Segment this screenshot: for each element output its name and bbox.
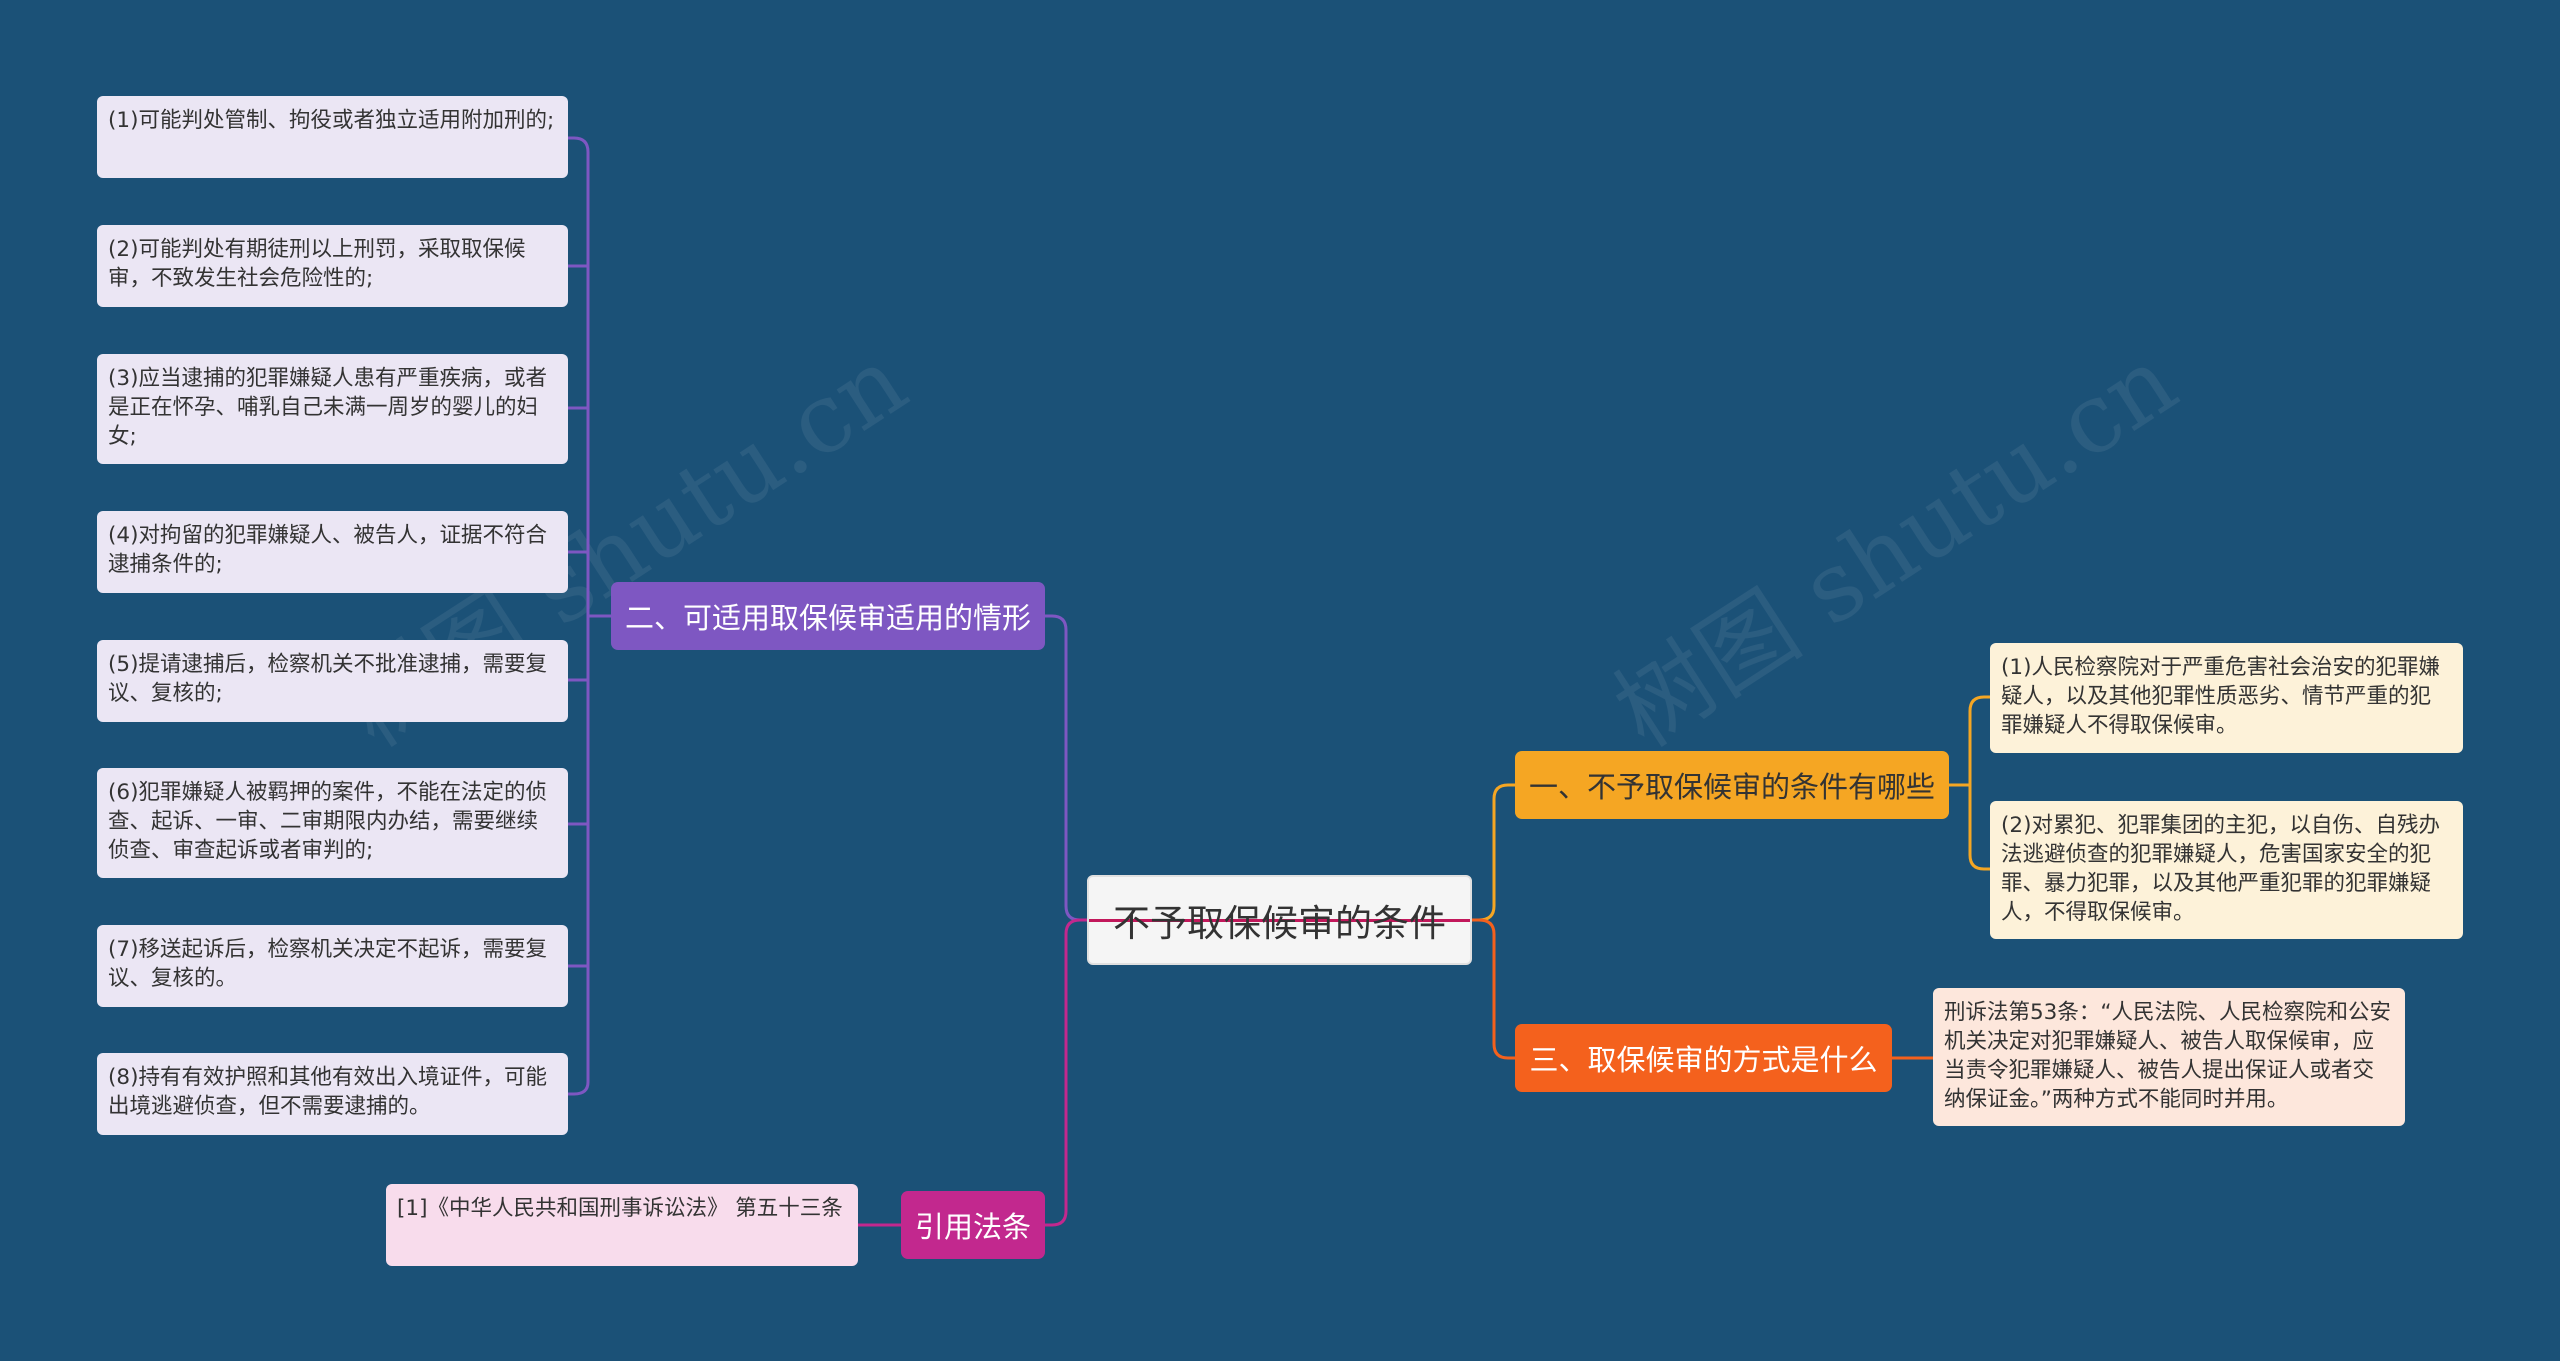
leaf-situation-8[interactable]: (8)持有有效护照和其他有效出入境证件，可能出境逃避侦查，但不需要逮捕的。: [97, 1053, 568, 1135]
leaf-situation-1[interactable]: (1)可能判处管制、拘役或者独立适用附加刑的;: [97, 96, 568, 178]
leaf-text: (7)移送起诉后，检察机关决定不起诉，需要复议、复核的。: [108, 937, 547, 991]
central-topic[interactable]: 不予取保候审的条件: [1087, 875, 1472, 965]
leaf-text: 刑诉法第53条：“人民法院、人民检察院和公安机关决定对犯罪嫌疑人、被告人取保候审…: [1944, 1000, 2391, 1112]
leaf-situation-6[interactable]: (6)犯罪嫌疑人被羁押的案件，不能在法定的侦查、起诉、一审、二审期限内办结，需要…: [97, 768, 568, 878]
leaf-text: (8)持有有效护照和其他有效出入境证件，可能出境逃避侦查，但不需要逮捕的。: [108, 1065, 547, 1119]
leaf-text: (3)应当逮捕的犯罪嫌疑人患有严重疾病，或者是正在怀孕、哺乳自己未满一周岁的婴儿…: [108, 366, 547, 449]
leaf-text: (2)可能判处有期徒刑以上刑罚，采取取保候审，不致发生社会危险性的;: [108, 237, 526, 291]
branch-situations[interactable]: 二、可适用取保候审适用的情形: [611, 582, 1045, 650]
branch-methods-label: 三、取保候审的方式是什么: [1529, 1043, 1878, 1077]
leaf-text: (6)犯罪嫌疑人被羁押的案件，不能在法定的侦查、起诉、一审、二审期限内办结，需要…: [108, 780, 547, 863]
branch-law-label: 引用法条: [914, 1210, 1031, 1244]
leaf-text: (2)对累犯、犯罪集团的主犯，以自伤、自残办法逃避侦查的犯罪嫌疑人，危害国家安全…: [2001, 813, 2440, 925]
branch-situations-label: 二、可适用取保候审适用的情形: [624, 601, 1031, 635]
leaf-method-1[interactable]: 刑诉法第53条：“人民法院、人民检察院和公安机关决定对犯罪嫌疑人、被告人取保候审…: [1933, 988, 2405, 1126]
leaf-situation-3[interactable]: (3)应当逮捕的犯罪嫌疑人患有严重疾病，或者是正在怀孕、哺乳自己未满一周岁的婴儿…: [97, 354, 568, 464]
leaf-text: [1]《中华人民共和国刑事诉讼法》 第五十三条: [397, 1196, 843, 1221]
central-topic-label: 不予取保候审的条件: [1113, 902, 1446, 945]
leaf-situation-7[interactable]: (7)移送起诉后，检察机关决定不起诉，需要复议、复核的。: [97, 925, 568, 1007]
leaf-text: (1)人民检察院对于严重危害社会治安的犯罪嫌疑人，以及其他犯罪性质恶劣、情节严重…: [2001, 655, 2440, 738]
leaf-law-1[interactable]: [1]《中华人民共和国刑事诉讼法》 第五十三条: [386, 1184, 858, 1266]
leaf-text: (5)提请逮捕后，检察机关不批准逮捕，需要复议、复核的;: [108, 652, 547, 706]
leaf-situation-4[interactable]: (4)对拘留的犯罪嫌疑人、被告人，证据不符合逮捕条件的;: [97, 511, 568, 593]
leaf-condition-1[interactable]: (1)人民检察院对于严重危害社会治安的犯罪嫌疑人，以及其他犯罪性质恶劣、情节严重…: [1990, 643, 2463, 753]
leaf-situation-5[interactable]: (5)提请逮捕后，检察机关不批准逮捕，需要复议、复核的;: [97, 640, 568, 722]
branch-law[interactable]: 引用法条: [901, 1191, 1045, 1259]
leaf-text: (1)可能判处管制、拘役或者独立适用附加刑的;: [108, 108, 555, 133]
branch-conditions[interactable]: 一、不予取保候审的条件有哪些: [1515, 751, 1949, 819]
strike-line: [1089, 919, 1470, 922]
leaf-situation-2[interactable]: (2)可能判处有期徒刑以上刑罚，采取取保候审，不致发生社会危险性的;: [97, 225, 568, 307]
leaf-text: (4)对拘留的犯罪嫌疑人、被告人，证据不符合逮捕条件的;: [108, 523, 547, 577]
branch-conditions-label: 一、不予取保候审的条件有哪些: [1528, 770, 1935, 804]
leaf-condition-2[interactable]: (2)对累犯、犯罪集团的主犯，以自伤、自残办法逃避侦查的犯罪嫌疑人，危害国家安全…: [1990, 801, 2463, 939]
branch-methods[interactable]: 三、取保候审的方式是什么: [1515, 1024, 1892, 1092]
